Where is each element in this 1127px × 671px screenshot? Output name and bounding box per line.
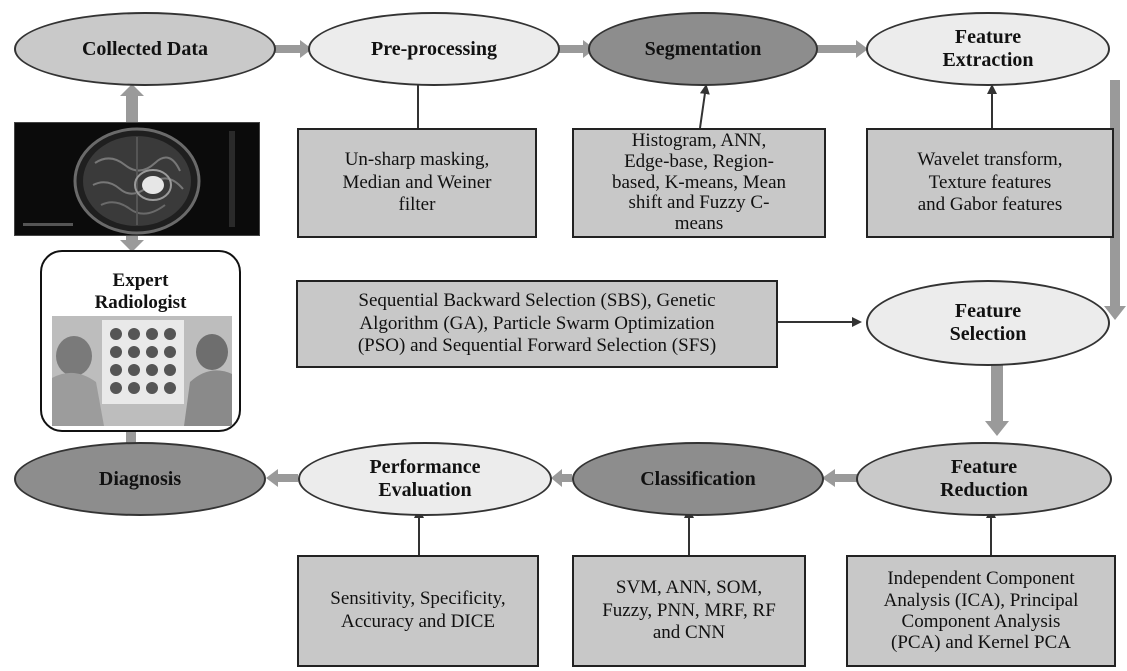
node-segmentation-label: Segmentation: [644, 37, 762, 60]
preproc-line2: Median and Weiner: [342, 171, 492, 193]
node-collected-data: Collected Data: [14, 12, 276, 86]
sel-line2: Algorithm (GA), Particle Swarm Optimizat…: [359, 312, 715, 334]
radiologists-photo: [52, 316, 232, 426]
red-line1: Independent Component: [887, 568, 1075, 590]
arrow-performance-to-diagnosis: [266, 469, 298, 487]
node-preprocessing-label: Pre-processing: [371, 37, 497, 60]
seg-line1: Histogram, ANN,: [631, 129, 767, 151]
method-box-segmentation: Histogram, ANN, Edge-base, Region- based…: [572, 128, 826, 238]
arrow-mri-to-expert: [120, 234, 144, 252]
node-feature-selection-line2: Selection: [949, 323, 1027, 345]
red-line3: Component Analysis: [901, 611, 1061, 632]
seg-line3: based, K-means, Mean: [611, 171, 787, 193]
node-performance-line2: Evaluation: [378, 479, 472, 501]
expert-radiologist-card: Expert Radiologist: [40, 250, 241, 432]
expert-line2: Radiologist: [94, 291, 187, 313]
node-diagnosis: Diagnosis: [14, 442, 266, 516]
method-box-preprocessing: Un-sharp masking, Median and Weiner filt…: [297, 128, 537, 238]
arrow-mri-to-collected: [120, 84, 144, 122]
cls-line3: and CNN: [652, 622, 726, 644]
node-collected-data-label: Collected Data: [81, 37, 209, 60]
extraction-to-selection-arrow: [1104, 80, 1126, 320]
seg-line5: means: [674, 213, 724, 235]
mri-scan-image: [14, 122, 260, 236]
seg-line4: shift and Fuzzy C-: [628, 192, 770, 214]
node-feature-extraction-line2: Extraction: [942, 49, 1034, 71]
node-diagnosis-label: Diagnosis: [98, 467, 182, 490]
mri-brain-icon: [15, 123, 259, 235]
node-feature-extraction-line1: Feature: [954, 26, 1022, 48]
method-box-performance: Sensitivity, Specificity, Accuracy and D…: [297, 555, 539, 667]
node-feature-selection-line1: Feature: [954, 300, 1022, 322]
expert-line1: Expert: [112, 270, 169, 291]
arrow-segmentation-to-extraction: [817, 40, 868, 58]
cls-line2: Fuzzy, PNN, MRF, RF: [602, 599, 776, 621]
selection-to-reduction-arrow: [985, 365, 1009, 436]
top-flow-arrows: [275, 40, 868, 58]
perf-line1: Sensitivity, Specificity,: [330, 588, 506, 610]
arrow-segmentation-method: [699, 84, 710, 129]
node-feature-reduction-line2: Reduction: [940, 479, 1028, 501]
ext-line1: Wavelet transform,: [917, 148, 1063, 170]
cls-line1: SVM, ANN, SOM,: [615, 576, 763, 598]
node-feature-reduction-line1: Feature: [950, 456, 1018, 478]
node-feature-reduction: Feature Reduction: [856, 442, 1112, 516]
expert-radiologist-title: Expert Radiologist: [42, 270, 239, 314]
node-segmentation: Segmentation: [588, 12, 818, 86]
method-box-feature-selection: Sequential Backward Selection (SBS), Gen…: [296, 280, 778, 368]
method-box-classification: SVM, ANN, SOM, Fuzzy, PNN, MRF, RF and C…: [572, 555, 806, 667]
node-performance-evaluation: Performance Evaluation: [298, 442, 552, 516]
ext-line3: and Gabor features: [917, 194, 1063, 216]
red-line2: Analysis (ICA), Principal: [883, 589, 1079, 611]
seg-line2: Edge-base, Region-: [624, 150, 774, 172]
method-box-feature-extraction: Wavelet transform, Texture features and …: [866, 128, 1114, 238]
node-feature-extraction: Feature Extraction: [866, 12, 1110, 86]
arrow-collected-to-preprocessing: [275, 40, 312, 58]
sel-line1: Sequential Backward Selection (SBS), Gen…: [358, 289, 716, 311]
arrow-classification-to-performance: [551, 469, 572, 487]
method-box-feature-reduction: Independent Component Analysis (ICA), Pr…: [846, 555, 1116, 667]
preproc-line3: filter: [398, 194, 436, 216]
node-classification: Classification: [572, 442, 824, 516]
node-classification-label: Classification: [640, 467, 756, 490]
bottom-flow-arrows: [266, 469, 858, 487]
preproc-line1: Un-sharp masking,: [344, 148, 490, 170]
perf-line2: Accuracy and DICE: [340, 611, 496, 632]
node-performance-line1: Performance: [369, 456, 481, 478]
arrow-reduction-to-classification: [822, 469, 858, 487]
node-preprocessing: Pre-processing: [308, 12, 560, 86]
arrow-preprocessing-to-segmentation: [559, 40, 595, 58]
ext-line2: Texture features: [928, 171, 1052, 193]
sel-line3: (PSO) and Sequential Forward Selection (…: [357, 335, 717, 357]
mri-arrows: [120, 84, 144, 252]
node-feature-selection: Feature Selection: [866, 280, 1110, 366]
red-line4: (PCA) and Kernel PCA: [891, 632, 1071, 654]
